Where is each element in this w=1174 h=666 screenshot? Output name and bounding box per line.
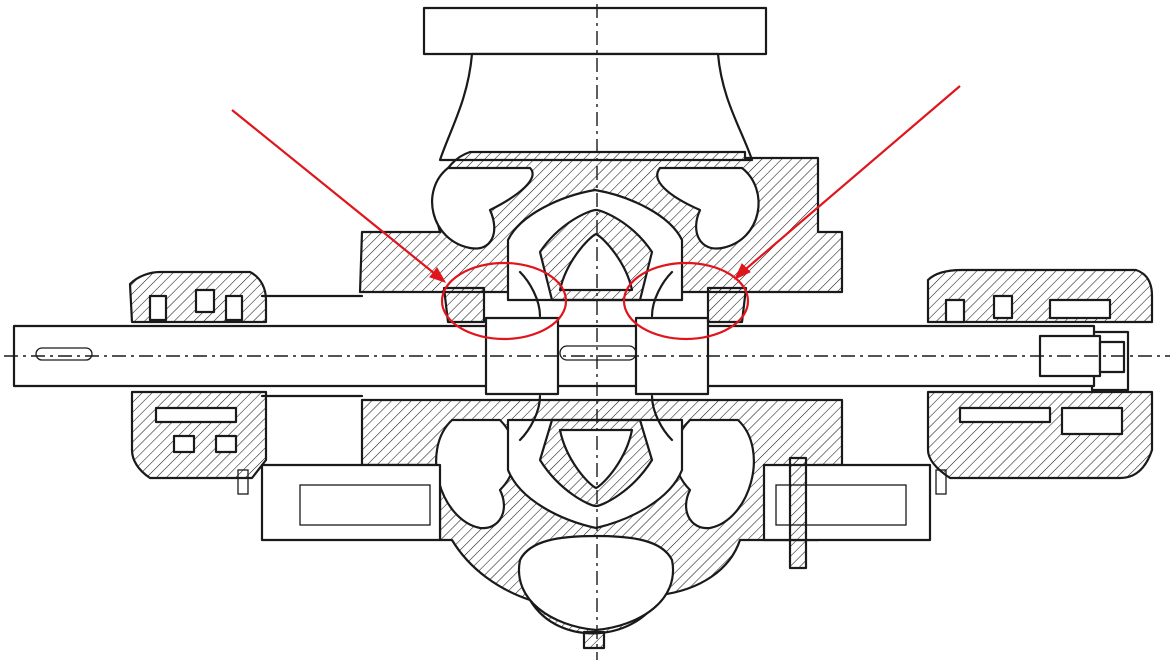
pump-casing-upper — [358, 150, 844, 302]
left-red-arrow — [231, 109, 447, 283]
right-wear-ring-highlight — [622, 261, 750, 341]
right-side-frame — [762, 456, 932, 570]
left-wear-ring-highlight — [440, 261, 568, 341]
pump-shaft — [4, 316, 1170, 396]
discharge-flange — [422, 6, 768, 162]
left-side-frame — [260, 294, 442, 542]
right-red-arrow — [733, 85, 961, 281]
left-bearing-housing — [128, 270, 268, 495]
pump-casing-lower — [360, 398, 844, 650]
wear-rings — [442, 270, 748, 442]
